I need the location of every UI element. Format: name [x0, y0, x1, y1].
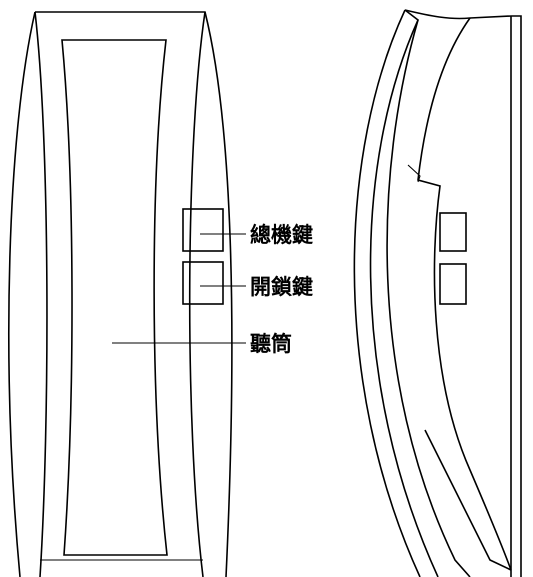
handset-label: 聽筒 — [250, 331, 292, 356]
side-view-handset-back-inner — [369, 9, 439, 577]
front-view-inner-panel — [61, 39, 168, 556]
side-view-hook-notch — [407, 164, 421, 183]
unlock-key-label: 開鎖鍵 — [250, 274, 313, 299]
side-view — [353, 9, 522, 577]
main-key-label: 總機鍵 — [250, 222, 313, 247]
front-view — [8, 11, 233, 577]
front-view-outer-body — [8, 11, 233, 577]
front-view-right-bevel — [188, 11, 206, 577]
side-view-handset-front — [386, 19, 471, 577]
side-view-base-body — [417, 17, 512, 571]
side-view-main-key — [439, 212, 467, 252]
main-key-button — [182, 208, 224, 252]
side-view-earpiece — [424, 429, 512, 571]
side-view-top-cap — [404, 9, 512, 20]
side-view-mount-plate — [510, 15, 522, 577]
front-view-left-bevel — [34, 11, 48, 577]
side-view-unlock-key — [439, 263, 467, 305]
side-view-handset-back — [353, 9, 421, 577]
unlock-key-button — [182, 261, 224, 305]
leader-lines — [112, 233, 246, 344]
